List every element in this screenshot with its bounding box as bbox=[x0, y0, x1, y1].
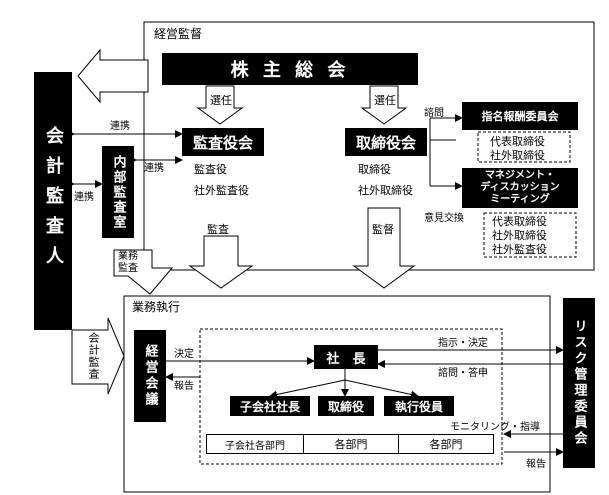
link-label-mid: 連携 bbox=[144, 163, 164, 174]
link-label-left: 連携 bbox=[74, 192, 94, 203]
elect-arrow-right bbox=[360, 85, 408, 125]
business-audit-arrow bbox=[113, 249, 174, 295]
executive-officers: 執行役員 bbox=[384, 396, 454, 416]
execution-frame bbox=[123, 295, 551, 493]
decision-label: 決定 bbox=[174, 349, 194, 360]
management-council-label: 経営会議 bbox=[142, 344, 158, 408]
auditors-member-2: 社外監査役 bbox=[194, 184, 249, 197]
meeting-member-2: 社外取締役 bbox=[492, 229, 547, 242]
governance-title: 経営監督 bbox=[154, 27, 203, 41]
accounting-audit-arrow bbox=[71, 317, 125, 395]
execution-title: 業務執行 bbox=[132, 300, 181, 314]
audit-label: 監査 bbox=[207, 223, 229, 236]
audit-arrow bbox=[188, 235, 254, 289]
meeting-members-frame bbox=[483, 212, 577, 258]
accounting-auditor-label: 会計監査人 bbox=[43, 126, 64, 276]
departments-2: 各部門 bbox=[398, 434, 494, 454]
elect-label-left: 選任 bbox=[210, 94, 232, 107]
meeting-member-1: 代表取締役 bbox=[492, 215, 547, 228]
shareholders-meeting: 株 主 総 会 bbox=[162, 53, 418, 85]
board-of-auditors: 監査役会 bbox=[182, 128, 264, 156]
board-of-directors: 取締役会 bbox=[345, 128, 427, 156]
directors: 取締役 bbox=[318, 396, 374, 416]
business-audit-label: 業務 監査 bbox=[118, 251, 138, 274]
nomination-members-frame bbox=[477, 131, 571, 163]
elect-arrow-left bbox=[196, 85, 244, 125]
risk-committee-label: リスク管理委員会 bbox=[571, 319, 587, 447]
auditors-member-1: 監査役 bbox=[194, 163, 227, 176]
execution-inner-frame bbox=[199, 328, 503, 465]
report-to-auditor-arrow bbox=[77, 48, 149, 104]
directors-member-1: 取締役 bbox=[358, 163, 391, 176]
president: 社 長 bbox=[314, 345, 378, 369]
monitoring-label: モニタリング・指導 bbox=[450, 422, 540, 433]
consult-label: 諮問 bbox=[424, 108, 444, 119]
report-label: 報告 bbox=[174, 381, 194, 392]
consult-report-label: 諮問・答申 bbox=[438, 368, 488, 379]
instruct-decide-label: 指示・決定 bbox=[438, 338, 488, 349]
nomination-member-1: 代表取締役 bbox=[490, 135, 545, 148]
departments-1: 各部門 bbox=[303, 434, 399, 454]
risk-management-committee: リスク管理委員会 bbox=[563, 298, 595, 468]
link-label-top: 連携 bbox=[110, 121, 130, 132]
management-council: 経営会議 bbox=[134, 330, 166, 422]
elect-label-right: 選任 bbox=[374, 94, 396, 107]
opinion-exchange-label: 意見交換 bbox=[424, 213, 464, 224]
internal-audit-office: 内部監査室 bbox=[102, 146, 134, 238]
risk-report-label: 報告 bbox=[526, 459, 546, 470]
directors-member-2: 社外取締役 bbox=[358, 184, 413, 197]
accounting-audit-label: 会計監査 bbox=[87, 332, 100, 380]
meeting-member-3: 社外監査役 bbox=[492, 243, 547, 256]
accounting-audit-label-wrap: 会計監査 bbox=[82, 332, 104, 382]
subsidiary-departments: 子会社各部門 bbox=[206, 434, 304, 454]
accounting-auditor: 会計監査人 bbox=[34, 72, 72, 330]
supervision-label: 監督 bbox=[372, 223, 394, 236]
internal-audit-label: 内部監査室 bbox=[110, 154, 126, 230]
supervise-arrow bbox=[352, 207, 416, 289]
subsidiary-presidents: 子会社社長 bbox=[230, 396, 310, 416]
nomination-committee: 指名報酬委員会 bbox=[462, 102, 578, 130]
management-discussion-meeting: マネジメント・ ディスカッション ミーティング bbox=[462, 168, 578, 208]
nomination-member-2: 社外取締役 bbox=[490, 149, 545, 162]
